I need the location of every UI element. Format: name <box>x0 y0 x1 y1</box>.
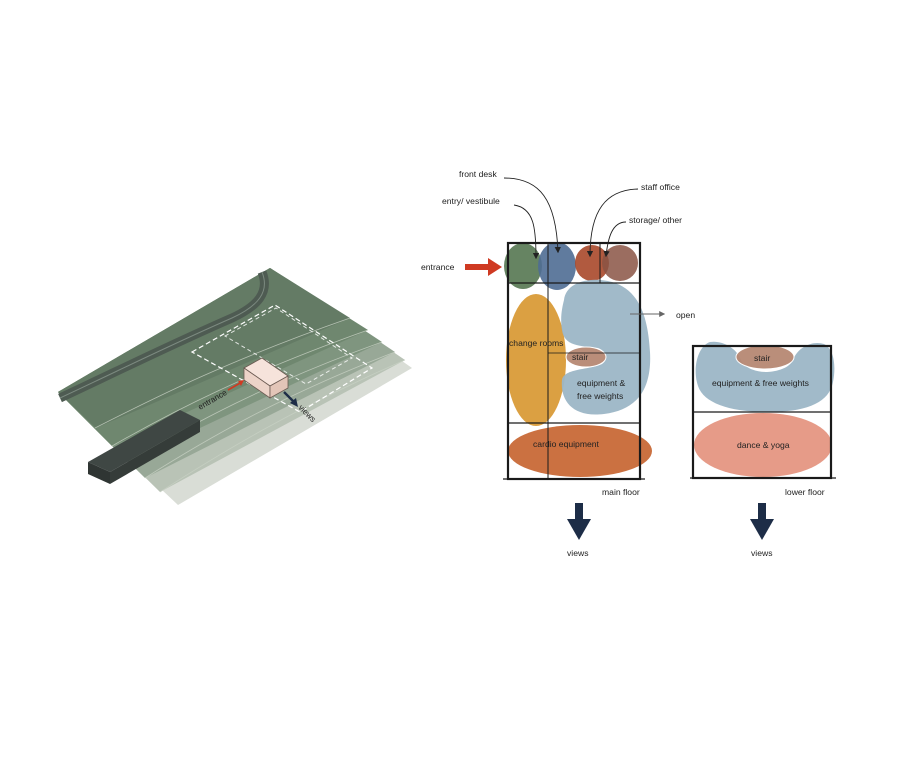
equipment-free-weights-zone <box>561 279 651 415</box>
lower-equipment-label: equipment & free weights <box>712 378 809 388</box>
main-views-arrow-shaft <box>575 503 583 521</box>
main-stair-zone <box>565 346 607 368</box>
site-boundary-inner <box>223 307 353 385</box>
existing-building-side <box>88 462 110 484</box>
lower-stair-label: stair <box>754 353 770 363</box>
lower-views-arrow-shaft <box>758 503 766 521</box>
entry-vestibule-label: entry/ vestibule <box>442 196 500 206</box>
building-block-right <box>269 375 289 399</box>
open-label: open <box>676 310 695 320</box>
lower-views-arrow-head <box>750 519 774 540</box>
lower-floor-title: lower floor <box>785 487 825 497</box>
equipment-free-weights-label-1: equipment & <box>577 378 626 388</box>
cardio-equipment-label: cardio equipment <box>533 439 600 449</box>
entrance-arrow-shaft <box>465 264 489 270</box>
entrance-label: entrance <box>421 262 455 272</box>
main-views-arrow-head <box>567 519 591 540</box>
contour-lines <box>94 317 406 493</box>
storage-other-label: storage/ other <box>629 215 682 225</box>
lower-floor-diagram: stair equipment & free weights dance & y… <box>690 341 836 558</box>
entrance-arrow-head <box>488 258 502 276</box>
change-rooms-label: change rooms <box>509 338 563 348</box>
main-floor-grid <box>503 241 645 481</box>
equipment-free-weights-label-2: free weights <box>577 391 623 401</box>
site-views-arrowhead <box>290 398 298 407</box>
storage-zone <box>602 245 638 281</box>
main-stair-label: stair <box>572 352 588 362</box>
entry-vestibule-zone <box>504 243 542 289</box>
cardio-equipment-zone <box>508 425 652 477</box>
change-rooms-zone <box>506 294 566 426</box>
main-views-label: views <box>567 548 589 558</box>
site-axonometric: entrance views <box>58 268 412 505</box>
terrain-layer-5 <box>58 268 350 428</box>
dance-yoga-label: dance & yoga <box>737 440 790 450</box>
front-desk-label: front desk <box>459 169 497 179</box>
site-entrance-arrowhead <box>238 380 244 386</box>
callout-leaders <box>503 177 639 260</box>
lower-floor-grid <box>690 344 836 480</box>
staff-office-label: staff office <box>641 182 680 192</box>
main-floor-title: main floor <box>602 487 640 497</box>
lower-equipment-zone <box>695 341 835 412</box>
existing-building-top <box>88 410 200 472</box>
site-road-edge <box>59 271 265 399</box>
site-views-arrow <box>283 391 295 403</box>
main-floor-diagram: front desk entry/ vestibule staff office… <box>421 169 695 558</box>
existing-building-front <box>110 420 200 484</box>
dance-yoga-zone <box>694 413 832 477</box>
lower-views-label: views <box>751 548 773 558</box>
